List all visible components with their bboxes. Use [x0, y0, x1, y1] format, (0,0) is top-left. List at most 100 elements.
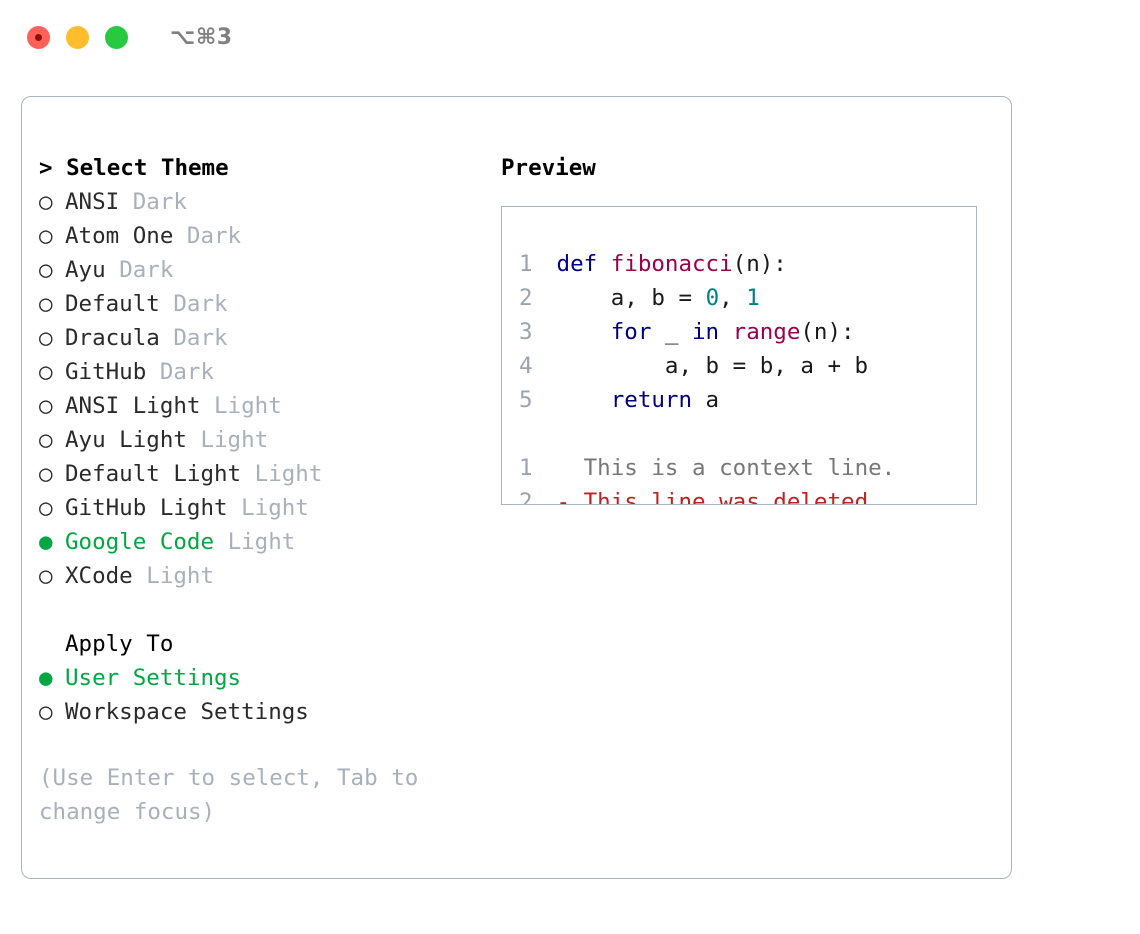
diff-text: This is a context line. — [583, 455, 896, 481]
code-token: return — [610, 387, 693, 413]
theme-option-label: ANSI — [65, 189, 120, 215]
theme-variant-badge: Light — [146, 563, 215, 589]
code-token — [557, 319, 611, 345]
preview-spacer — [502, 417, 976, 451]
theme-variant-badge: Dark — [173, 325, 228, 351]
theme-option-github[interactable]: ○GitHub Dark — [39, 355, 479, 389]
diff-sign — [557, 455, 571, 481]
code-line: 3 for _ in range(n): — [502, 315, 976, 349]
keyboard-shortcut-label: ⌥⌘3 — [170, 25, 233, 50]
theme-option-ayu-light[interactable]: ○Ayu Light Light — [39, 423, 479, 457]
theme-option-atom-one[interactable]: ○Atom One Dark — [39, 219, 479, 253]
theme-option-label: Google Code — [65, 529, 215, 555]
line-number: 1 — [519, 251, 533, 277]
radio-unselected-icon: ○ — [39, 359, 53, 385]
radio-selected-icon: ● — [39, 529, 53, 555]
theme-option-ayu[interactable]: ○Ayu Dark — [39, 253, 479, 287]
select-theme-heading: > Select Theme — [39, 155, 229, 181]
list-spacer — [39, 593, 479, 627]
theme-variant-badge: Light — [214, 393, 282, 419]
code-line: 1 def fibonacci(n): — [502, 247, 976, 281]
apply-to-option-list: ● User Settings ○ Workspace Settings — [39, 661, 479, 729]
theme-option-label: ANSI Light — [65, 393, 201, 419]
diff-text: This line was deleted. — [583, 489, 882, 505]
apply-to-option-label: User Settings — [65, 665, 242, 691]
line-number: 3 — [519, 319, 533, 345]
theme-variant-badge: Light — [227, 529, 296, 555]
theme-variant-badge: Dark — [173, 291, 228, 317]
code-token: (n): — [800, 319, 855, 345]
code-token: , — [719, 285, 747, 311]
theme-option-google-code[interactable]: ● Google Code Light — [39, 525, 479, 559]
theme-variant-badge: Light — [254, 461, 323, 487]
code-token: def — [556, 251, 598, 277]
code-token — [597, 251, 611, 277]
theme-option-dracula[interactable]: ○ Dracula Dark — [39, 321, 479, 355]
code-token: 0 — [705, 285, 720, 311]
minimize-button[interactable] — [66, 26, 89, 49]
radio-unselected-icon: ○ — [39, 563, 53, 589]
line-number: 5 — [519, 387, 533, 413]
code-token: a — [692, 387, 720, 413]
theme-list-column: > Select Theme ○ANSI Dark○Atom One Dark○… — [39, 151, 479, 829]
radio-unselected-icon: ○ — [39, 325, 53, 351]
theme-option-label: GitHub Light — [65, 495, 228, 521]
theme-option-default-light[interactable]: ○Default Light Light — [39, 457, 479, 491]
apply-to-option-user-settings[interactable]: ● User Settings — [39, 661, 479, 695]
line-number: 2 — [519, 285, 533, 311]
radio-unselected-icon: ○ — [39, 257, 53, 283]
theme-variant-badge: Dark — [119, 257, 174, 283]
theme-option-label: Default Light — [65, 461, 242, 487]
theme-option-ansi[interactable]: ○ANSI Dark — [39, 185, 479, 219]
radio-unselected-icon: ○ — [39, 393, 53, 419]
line-number: 4 — [519, 353, 533, 379]
code-token: (n): — [732, 251, 787, 277]
radio-selected-icon: ● — [39, 665, 53, 691]
radio-unselected-icon: ○ — [39, 223, 53, 249]
theme-option-label: Dracula — [65, 325, 160, 351]
diff-line-ctx: 1 This is a context line. — [502, 451, 976, 485]
theme-option-label: Default — [65, 291, 160, 317]
radio-unselected-icon: ○ — [39, 427, 53, 453]
code-line: 4 a, b = b, a + b — [502, 349, 976, 383]
code-token: a, b = — [556, 285, 706, 311]
apply-to-option-label: Workspace Settings — [65, 699, 309, 725]
code-token: a, b = b, a + b — [556, 353, 869, 379]
code-token: fibonacci — [610, 251, 733, 277]
window-controls — [27, 26, 128, 49]
code-token: range — [732, 319, 801, 345]
theme-variant-badge: Dark — [132, 189, 187, 215]
close-button[interactable] — [27, 26, 50, 49]
theme-selector-panel: > Select Theme ○ANSI Dark○Atom One Dark○… — [21, 96, 1012, 879]
theme-option-default[interactable]: ○Default Dark — [39, 287, 479, 321]
theme-option-xcode[interactable]: ○ XCode Light — [39, 559, 479, 593]
code-token: 1 — [746, 285, 760, 311]
preview-column: Preview 1 def fibonacci(n):2 a, b = 0, 1… — [501, 151, 991, 505]
maximize-button[interactable] — [105, 26, 128, 49]
code-token — [719, 319, 733, 345]
diff-sign: - — [556, 489, 571, 505]
preview-heading: Preview — [501, 155, 596, 181]
diff-sample: 1 This is a context line.2 - This line w… — [502, 451, 976, 505]
code-token: _ — [651, 319, 693, 345]
theme-variant-badge: Light — [241, 495, 309, 521]
line-number: 2 — [519, 489, 533, 505]
apply-to-option-workspace-settings[interactable]: ○ Workspace Settings — [39, 695, 479, 729]
apply-to-heading: Apply To — [65, 631, 174, 657]
theme-option-label: Ayu Light — [65, 427, 187, 453]
diff-line-del: 2 - This line was deleted. — [502, 485, 976, 505]
title-bar: ⌥⌘3 — [0, 0, 1140, 78]
keyboard-hint-text: (Use Enter to select, Tab to change focu… — [39, 765, 419, 825]
theme-option-list: ○ANSI Dark○Atom One Dark○Ayu Dark○Defaul… — [39, 185, 479, 593]
theme-option-label: XCode — [65, 563, 133, 589]
code-token — [557, 387, 611, 413]
theme-variant-badge: Dark — [186, 223, 242, 249]
theme-variant-badge: Dark — [159, 359, 215, 385]
theme-option-github-light[interactable]: ○ GitHub Light Light — [39, 491, 479, 525]
radio-unselected-icon: ○ — [39, 495, 53, 521]
radio-unselected-icon: ○ — [39, 699, 53, 725]
theme-option-ansi-light[interactable]: ○ ANSI Light Light — [39, 389, 479, 423]
